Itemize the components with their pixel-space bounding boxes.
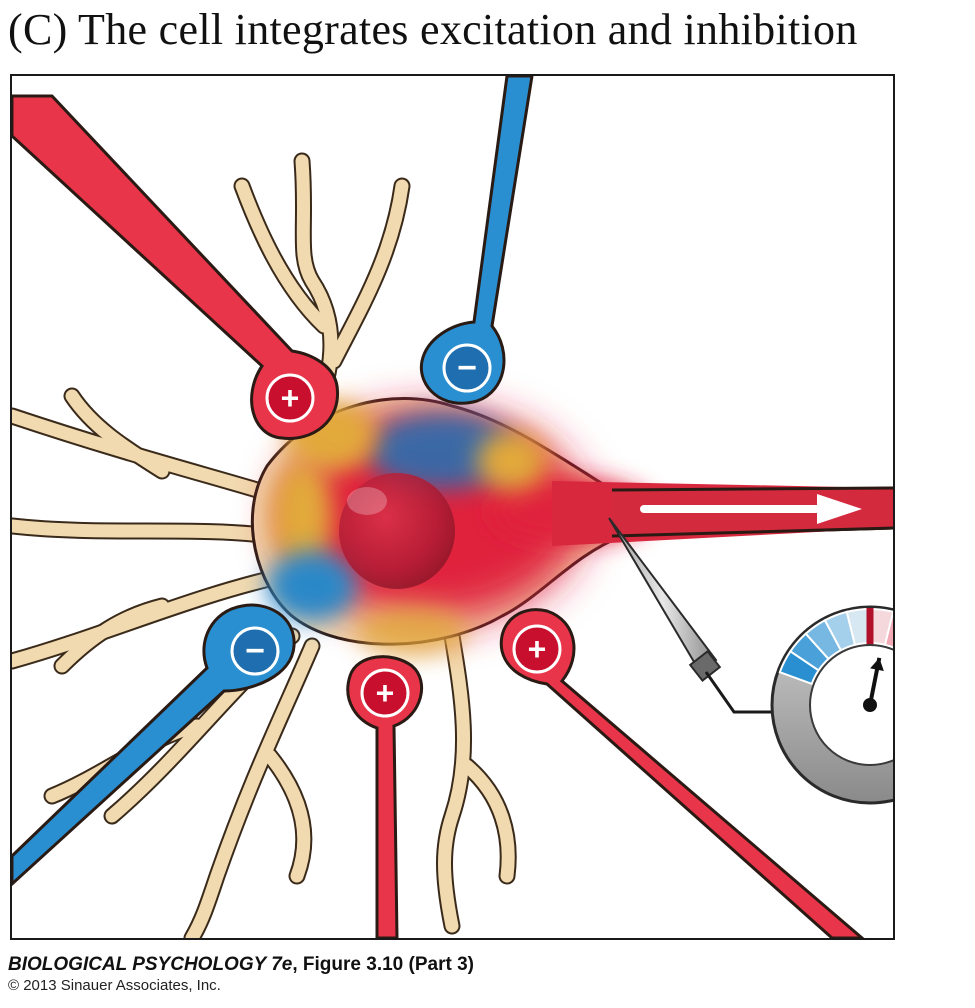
propagation-arrow — [640, 494, 862, 524]
excitatory-sign: + — [528, 631, 547, 667]
cell-body — [250, 397, 893, 656]
recording-electrode — [608, 517, 782, 714]
caption-book-title: BIOLOGICAL PSYCHOLOGY 7e — [8, 954, 293, 975]
voltmeter-gauge — [770, 605, 893, 805]
figure-title: (C) The cell integrates excitation and i… — [8, 5, 858, 54]
caption-figure-number: , Figure 3.10 (Part 3) — [292, 954, 474, 975]
excitatory-terminal-lower-center: + — [346, 655, 424, 938]
caption-copyright: © 2013 Sinauer Associates, Inc. — [8, 976, 221, 994]
neuron-diagram-panel: + − − + + — [10, 74, 895, 940]
inhibitory-sign: − — [245, 632, 265, 670]
inhibitory-sign: − — [457, 349, 477, 387]
inhibitory-terminal-upper: − — [419, 76, 534, 405]
figure-caption: BIOLOGICAL PSYCHOLOGY 7e, Figure 3.10 (P… — [8, 954, 474, 995]
excitatory-terminal-upper-left: + — [12, 94, 340, 440]
nucleus — [339, 473, 455, 589]
excitatory-sign: + — [376, 675, 395, 711]
meter-needle — [868, 657, 884, 706]
dendrites — [12, 152, 517, 938]
neuron-diagram: + − − + + — [12, 76, 893, 938]
meter-scale — [778, 607, 893, 686]
inhibitory-terminal-lower-left: − — [12, 603, 296, 887]
excitatory-sign: + — [281, 380, 300, 416]
meter-scale-segment — [883, 610, 893, 649]
excitatory-terminal-lower-right: + — [499, 608, 865, 938]
